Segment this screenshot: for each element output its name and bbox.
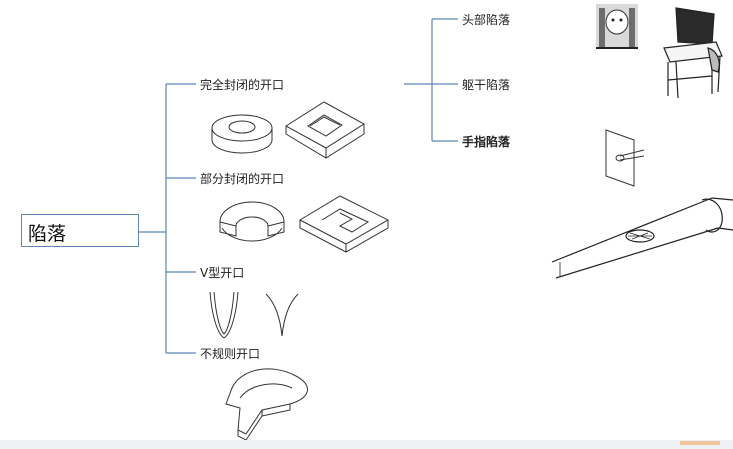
connector-lines xyxy=(139,18,458,354)
branch-partially-closed-label: 部分封闭的开口 xyxy=(200,172,285,186)
branch-v-opening-label: V型开口 xyxy=(200,266,245,280)
ring-opening-sketch xyxy=(211,114,273,154)
square-frame-sketch xyxy=(285,101,365,159)
v-opening-sketch xyxy=(209,291,299,339)
sub-finger-entrapment-label: 手指陷落 xyxy=(462,135,511,149)
sub-head-entrapment-label: 头部陷落 xyxy=(462,13,511,27)
tube-opening-sketch xyxy=(551,197,733,279)
irregular-opening-sketch xyxy=(225,368,308,441)
root-label: 陷落 xyxy=(28,223,67,245)
torso-entrapment-sketch xyxy=(663,7,723,99)
bottom-strip xyxy=(0,440,733,449)
head-entrapment-photo xyxy=(596,4,638,49)
finger-entrapment-sketch xyxy=(605,129,645,187)
branch-irregular-label: 不规则开口 xyxy=(200,347,261,361)
spiral-opening-sketch xyxy=(299,195,389,253)
branch-fully-closed-label: 完全封闭的开口 xyxy=(200,78,285,92)
root-node: 陷落 xyxy=(21,214,139,247)
bottom-accent xyxy=(680,441,720,445)
sub-torso-entrapment-label: 躯干陷落 xyxy=(462,78,511,92)
horseshoe-opening-sketch xyxy=(219,201,285,242)
